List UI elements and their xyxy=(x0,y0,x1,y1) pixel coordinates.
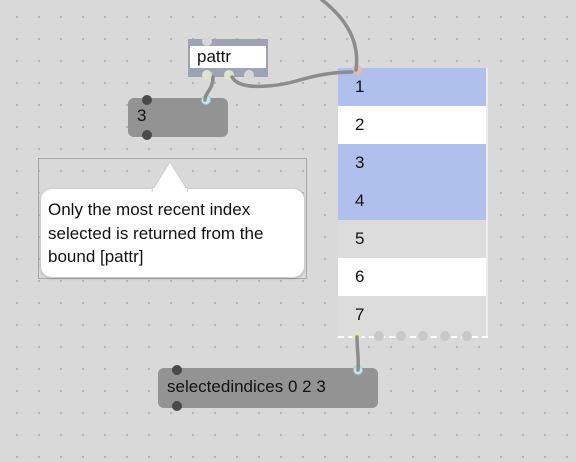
list-item[interactable]: 3 xyxy=(338,144,486,182)
chooser-outlet-1-port[interactable] xyxy=(352,331,362,341)
list-item[interactable]: 4 xyxy=(338,182,486,220)
list-item[interactable]: 7 xyxy=(338,296,486,334)
list-item[interactable]: 5 xyxy=(338,220,486,258)
list-item[interactable]: 1 xyxy=(338,68,486,106)
number-box[interactable]: 3 xyxy=(128,95,228,140)
chooser-outlet-2-port[interactable] xyxy=(374,331,384,341)
list-item[interactable]: 2 xyxy=(338,106,486,144)
pattr-outlet-1-port[interactable] xyxy=(202,70,212,80)
chooser-outlet-3-port[interactable] xyxy=(396,331,406,341)
chooser-outlet-6-port[interactable] xyxy=(462,331,472,341)
message-text: selectedindices 0 2 3 xyxy=(167,377,326,396)
chooser-outlet-5-port[interactable] xyxy=(440,331,450,341)
numbox-inlet-left-port[interactable] xyxy=(142,95,152,105)
message-outlet-port[interactable] xyxy=(172,401,182,411)
numbox-inlet-right-port[interactable] xyxy=(201,95,211,105)
comment-bubble[interactable]: Only the most recent index selected is r… xyxy=(40,188,305,278)
comment-frame xyxy=(38,158,307,279)
chooser-outlet-4-port[interactable] xyxy=(418,331,428,341)
pattr-inlet-port[interactable] xyxy=(202,36,212,46)
comment-text: Only the most recent index selected is r… xyxy=(48,200,264,266)
pattr-label: pattr xyxy=(190,46,266,68)
list-item[interactable]: 6 xyxy=(338,258,486,296)
message-inlet-right-port[interactable] xyxy=(353,365,363,375)
chooser-scroll-edge xyxy=(486,68,488,338)
selectedindices-message[interactable]: selectedindices 0 2 3 xyxy=(158,365,378,411)
message-inlet-left-port[interactable] xyxy=(172,365,182,375)
pattr-outlet-3-port[interactable] xyxy=(244,70,254,80)
chooser-list[interactable]: 1 2 3 4 5 6 7 xyxy=(338,65,488,341)
chooser-inlet-port[interactable] xyxy=(352,65,362,75)
pattr-object[interactable]: pattr xyxy=(188,36,268,80)
cord-top-to-chooser[interactable] xyxy=(320,0,359,72)
pattr-outlet-2-port[interactable] xyxy=(224,70,234,80)
chooser-bottom-border xyxy=(338,336,488,338)
number-box-value: 3 xyxy=(137,106,147,125)
numbox-outlet-left-port[interactable] xyxy=(142,130,152,140)
comment-bubble-tail xyxy=(151,161,189,192)
